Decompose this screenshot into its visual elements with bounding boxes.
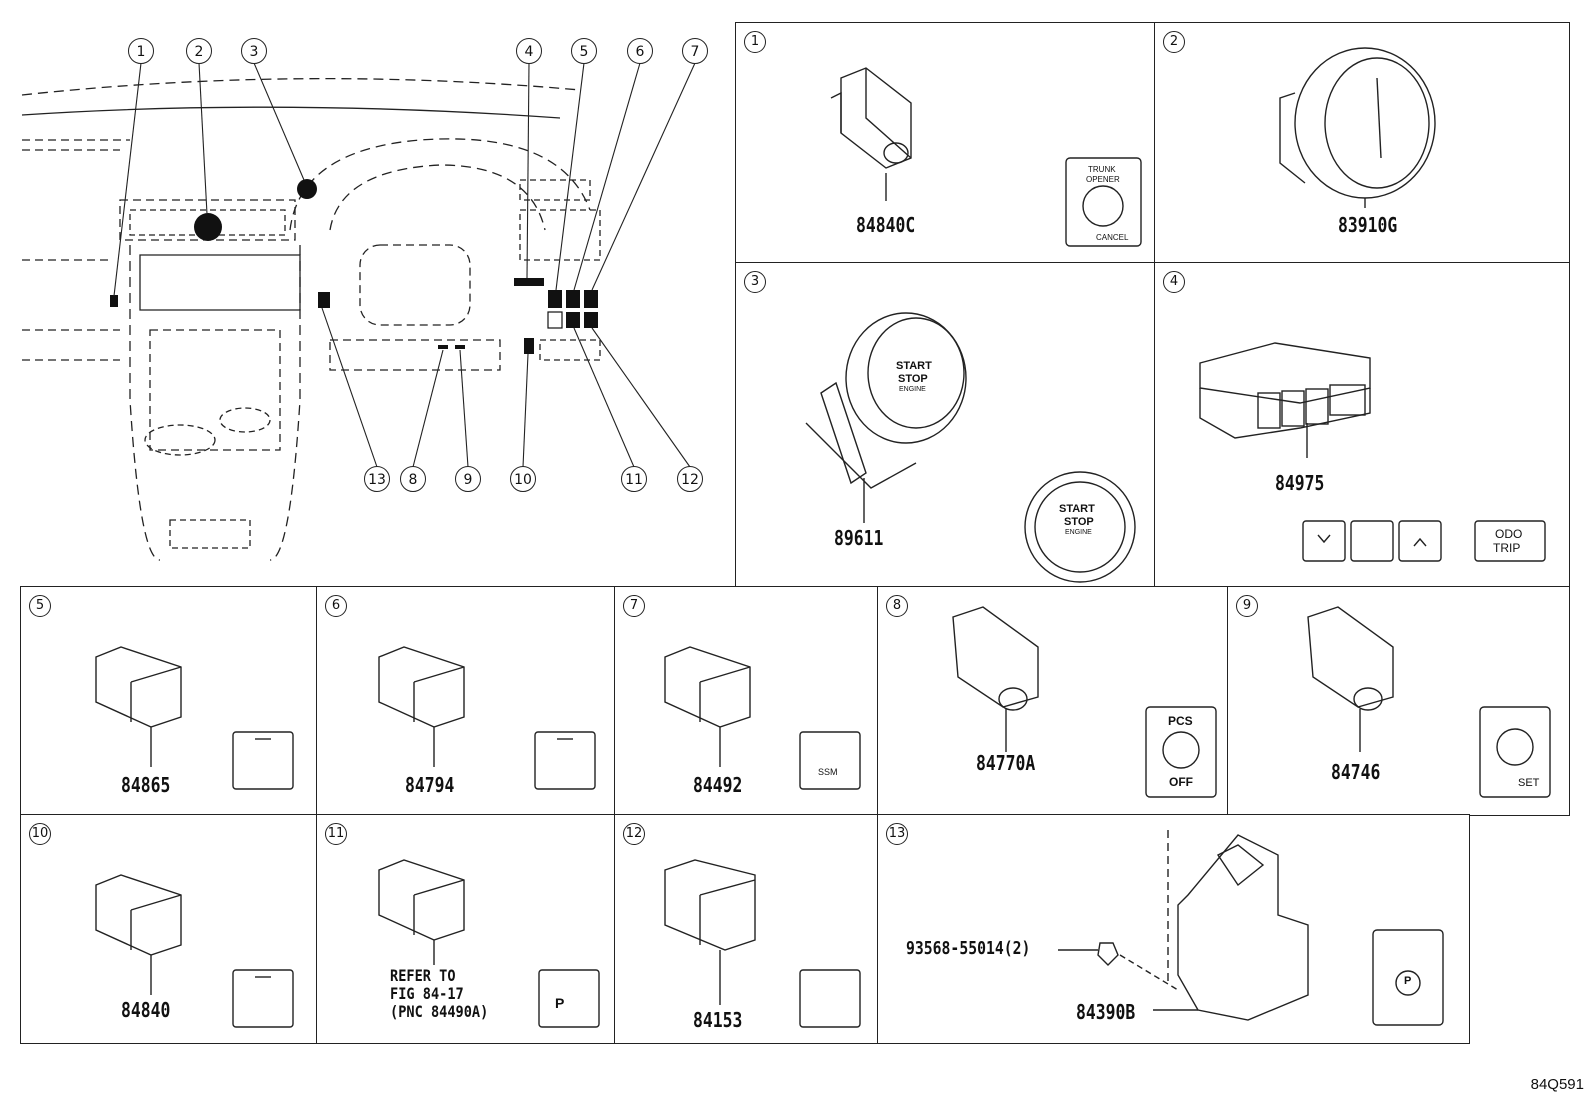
switch-drawing	[952, 606, 1217, 798]
bolt-number: 93568-55014(2)	[906, 938, 1031, 959]
p-label: P	[1404, 975, 1412, 987]
stop-label-2: STOP	[1064, 516, 1094, 528]
panel-1: 1 84840C TRUNK OPENER CANCEL	[735, 22, 1156, 264]
dashboard-overview: 1 2 3 4 5 6 7 13 8 9 10 11 12	[0, 0, 735, 588]
callout-2: 2	[186, 38, 212, 64]
callout-8: 8	[400, 466, 426, 492]
reference-note: REFER TO FIG 84-17 (PNC 84490A)	[390, 966, 489, 1021]
start-stop-drawing	[805, 312, 1136, 583]
callout-9: 9	[455, 466, 481, 492]
switch-label-trunk: TRUNK	[1088, 165, 1116, 174]
panel-number: 5	[29, 595, 51, 617]
ssm-label: SSM	[818, 767, 838, 777]
panel-13: 13 P 93568-55014(2) 84390B	[877, 814, 1470, 1044]
part-number: 84840	[121, 998, 171, 1022]
dashboard-drawing	[21, 62, 696, 561]
p-label: P	[555, 995, 565, 1011]
pcs-label: PCS	[1168, 714, 1193, 728]
switch-drawing	[95, 646, 294, 790]
panel-11: 11 P REFER TO FIG 84-17 (PNC 84490A)	[316, 814, 616, 1044]
panel-number: 3	[744, 271, 766, 293]
stop-label: STOP	[898, 373, 928, 385]
panel-4: 4 84975 ODO TRIP	[1154, 262, 1570, 588]
set-label: SET	[1518, 777, 1540, 789]
part-number: 84770A	[976, 751, 1036, 775]
start-label-2: START	[1059, 503, 1095, 515]
callout-10: 10	[510, 466, 536, 492]
callout-4: 4	[516, 38, 542, 64]
figure-code: 84Q591	[1530, 1076, 1584, 1093]
engine-label: ENGINE	[899, 386, 926, 393]
callout-12: 12	[677, 466, 703, 492]
panel-number: 12	[623, 823, 645, 845]
switch-drawing	[664, 646, 861, 790]
callout-6: 6	[627, 38, 653, 64]
switch-drawing	[1307, 606, 1551, 798]
callout-13: 13	[364, 466, 390, 492]
panel-7: 7 SSM 84492	[614, 586, 879, 816]
switch-drawing	[378, 859, 600, 1028]
part-number: 84794	[405, 773, 455, 797]
callout-1: 1	[128, 38, 154, 64]
panel-number: 1	[744, 31, 766, 53]
panel-number: 11	[325, 823, 347, 845]
panel-number: 2	[1163, 31, 1185, 53]
part-number: 89611	[834, 526, 884, 550]
part-number: 83910G	[1338, 213, 1398, 237]
panel-5: 5 84865	[20, 586, 318, 816]
panel-8: 8 PCS OFF 84770A	[877, 586, 1229, 816]
panel-10: 10 84840	[20, 814, 318, 1044]
part-number: 84975	[1275, 471, 1325, 495]
part-number: 84492	[693, 773, 743, 797]
panel-6: 6 84794	[316, 586, 616, 816]
panel-number: 8	[886, 595, 908, 617]
parking-brake-drawing	[1058, 830, 1444, 1026]
switch-drawing	[830, 67, 1142, 247]
clock-drawing	[1279, 47, 1436, 208]
trip-label: TRIP	[1493, 541, 1521, 555]
panel-number: 10	[29, 823, 51, 845]
panel-3: 3 START STOP ENGINE START STOP ENGINE 89…	[735, 262, 1156, 588]
switch-label-opener: OPENER	[1086, 175, 1120, 184]
callout-11: 11	[621, 466, 647, 492]
engine-label-2: ENGINE	[1065, 529, 1092, 536]
panel-12: 12 84153	[614, 814, 879, 1044]
off-label: OFF	[1169, 775, 1193, 789]
panel-2: 2 83910G	[1154, 22, 1570, 264]
panel-number: 9	[1236, 595, 1258, 617]
start-label: START	[896, 360, 932, 372]
callout-5: 5	[571, 38, 597, 64]
part-number: 84865	[121, 773, 171, 797]
switch-drawing	[664, 859, 861, 1028]
panel-number: 4	[1163, 271, 1185, 293]
meter-switch-drawing	[1199, 342, 1546, 562]
panel-9: 9 SET 84746	[1227, 586, 1570, 816]
panel-number: 7	[623, 595, 645, 617]
part-number: 84840C	[856, 213, 916, 237]
odo-label: ODO	[1495, 527, 1523, 541]
part-number: 84153	[693, 1008, 743, 1032]
panel-number: 6	[325, 595, 347, 617]
callout-7: 7	[682, 38, 708, 64]
callout-3: 3	[241, 38, 267, 64]
part-number: 84746	[1331, 760, 1381, 784]
part-number: 84390B	[1076, 1000, 1136, 1024]
switch-drawing	[95, 874, 294, 1028]
switch-label-cancel: CANCEL	[1096, 233, 1129, 242]
panel-number: 13	[886, 823, 908, 845]
switch-drawing	[378, 646, 596, 790]
